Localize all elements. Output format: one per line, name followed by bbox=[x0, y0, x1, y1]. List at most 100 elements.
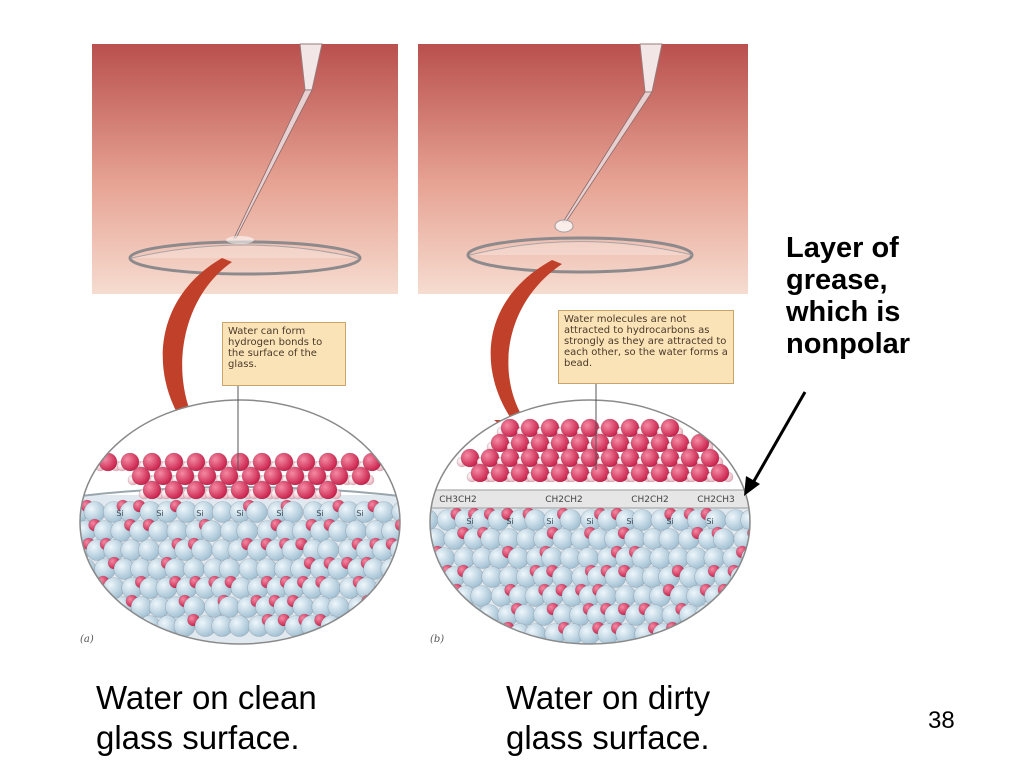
silicon-atom bbox=[430, 509, 439, 531]
oxygen-atom bbox=[480, 448, 500, 468]
molecular-view-a-border bbox=[79, 399, 401, 645]
oxygen-atom bbox=[230, 452, 250, 472]
oxygen-atom bbox=[540, 418, 560, 438]
oxygen-atom bbox=[241, 466, 261, 486]
silicon-atom bbox=[103, 577, 125, 599]
grease-label: CH2CH2 bbox=[545, 495, 583, 505]
oxygen-atom bbox=[175, 466, 195, 486]
caption-clean-glass: Water on clean glass surface. bbox=[96, 678, 396, 758]
oxygen-atom bbox=[600, 418, 620, 438]
oxygen-atom bbox=[490, 463, 510, 483]
annotation-line: grease, bbox=[786, 264, 888, 296]
zoom-arrow-b bbox=[490, 260, 562, 448]
silicon-atom bbox=[245, 501, 268, 523]
silicon-atom bbox=[658, 528, 681, 550]
oxygen-atom bbox=[91, 594, 104, 608]
silicon-atom bbox=[478, 604, 500, 626]
oxygen-atom bbox=[610, 433, 630, 453]
silicon-atom bbox=[318, 577, 341, 599]
silicon-atom bbox=[740, 509, 750, 531]
watch-glass-a bbox=[128, 236, 362, 276]
si-label: Si bbox=[276, 509, 283, 518]
annotation-line: nonpolar bbox=[786, 328, 911, 360]
oxygen-atom bbox=[600, 448, 620, 468]
oxygen-atom bbox=[530, 433, 550, 453]
pipette-b bbox=[562, 43, 663, 223]
silicon-atom bbox=[462, 566, 484, 588]
oxygen-atom bbox=[670, 463, 690, 483]
oxygen-atom bbox=[186, 480, 206, 500]
silicon-atom bbox=[752, 605, 773, 626]
oxygen-atom bbox=[307, 466, 327, 486]
oxygen-atom bbox=[710, 463, 730, 483]
si-label: Si bbox=[196, 509, 203, 518]
oxygen-atom bbox=[415, 519, 427, 531]
si-label: Si bbox=[546, 517, 553, 526]
oxygen-atom bbox=[755, 546, 767, 558]
si-label: Si bbox=[236, 509, 243, 518]
si-label: Si bbox=[626, 517, 633, 526]
oxygen-atom bbox=[458, 602, 472, 616]
oxygen-atom bbox=[394, 518, 400, 532]
oxygen-atom bbox=[590, 433, 610, 453]
oxygen-atom bbox=[285, 466, 305, 486]
silicon-atom bbox=[445, 604, 467, 626]
oxygen-atom bbox=[470, 463, 490, 483]
oxygen-atom bbox=[153, 466, 173, 486]
oxygen-atom bbox=[680, 448, 700, 468]
zoom-arrow-a bbox=[162, 258, 232, 458]
oxygen-atom bbox=[142, 480, 162, 500]
silicon-atom bbox=[200, 520, 223, 542]
oxygen-atom bbox=[96, 613, 110, 627]
silicon-atom bbox=[372, 501, 395, 523]
caption-dirty-glass: Water on dirty glass surface. bbox=[506, 678, 806, 758]
oxygen-atom bbox=[766, 603, 778, 615]
silicon-atom bbox=[631, 509, 654, 531]
photo-backdrop-a bbox=[92, 44, 398, 294]
silicon-atom bbox=[752, 529, 773, 550]
oxygen-atom bbox=[660, 418, 680, 438]
oxygen-atom bbox=[727, 602, 741, 616]
oxygen-atom bbox=[510, 433, 530, 453]
oxygen-atom bbox=[500, 448, 520, 468]
silicon-atom bbox=[402, 521, 423, 542]
annotation-line: which is bbox=[786, 296, 901, 328]
panel-tag-b: (b) bbox=[430, 634, 445, 645]
oxygen-atom bbox=[520, 448, 540, 468]
oxygen-atom bbox=[296, 480, 316, 500]
silicon-atom bbox=[347, 596, 370, 618]
oxygen-atom bbox=[318, 480, 338, 500]
silicon-atom bbox=[732, 604, 750, 626]
silicon-atom bbox=[524, 509, 547, 531]
silicon-atom bbox=[391, 501, 400, 523]
silicon-atom bbox=[148, 520, 170, 542]
molecular-view-b-border bbox=[429, 399, 751, 645]
oxygen-atom bbox=[131, 466, 151, 486]
watch-glass-b bbox=[466, 219, 694, 274]
silicon-atom bbox=[281, 501, 304, 523]
si-label: Si bbox=[116, 509, 123, 518]
silicon-atom bbox=[649, 547, 672, 569]
silicon-atom bbox=[470, 623, 493, 644]
silicon-atom bbox=[723, 623, 745, 644]
caption-line: glass surface. bbox=[506, 719, 710, 756]
oxygen-atom bbox=[690, 433, 710, 453]
panel-tag-a: (a) bbox=[80, 634, 94, 645]
oxygen-atom bbox=[367, 613, 380, 627]
silicon-atom bbox=[430, 604, 447, 626]
oxygen-atom bbox=[252, 452, 272, 472]
oxygen-atom bbox=[650, 463, 670, 483]
silicon-atom bbox=[80, 577, 88, 599]
silicon-atom bbox=[191, 539, 213, 561]
caption-line: glass surface. bbox=[96, 719, 300, 756]
oxygen-atom bbox=[550, 433, 570, 453]
oxygen-atom bbox=[460, 448, 480, 468]
caption-line: Water on clean bbox=[96, 679, 317, 716]
si-label: Si bbox=[506, 517, 513, 526]
silicon-atom bbox=[749, 566, 750, 588]
oxygen-atom bbox=[630, 433, 650, 453]
silicon-atom bbox=[514, 604, 536, 626]
oxygen-atom bbox=[387, 575, 400, 589]
silicon-atom bbox=[430, 585, 440, 607]
